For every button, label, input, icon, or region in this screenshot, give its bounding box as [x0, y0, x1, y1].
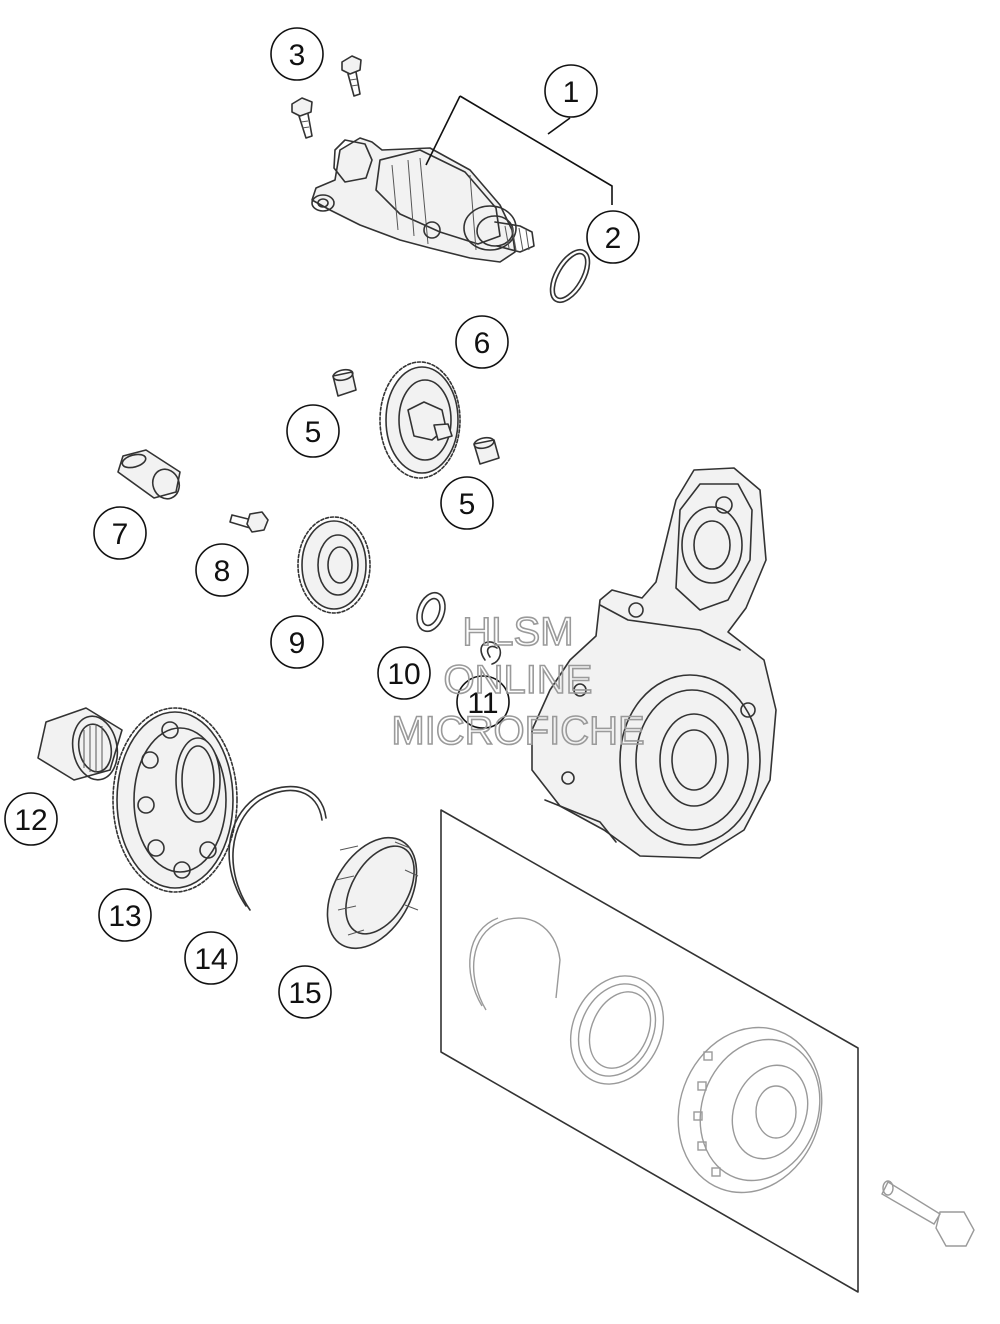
cover-bolt[interactable] — [881, 1180, 975, 1247]
callout-10[interactable]: 10 — [377, 646, 431, 700]
callout-9[interactable]: 9 — [270, 615, 324, 669]
callout-13[interactable]: 13 — [98, 888, 152, 942]
callout-label: 3 — [289, 39, 306, 72]
intermediate-gear[interactable] — [379, 361, 461, 479]
starter-bolt[interactable] — [341, 55, 362, 97]
callout-label: 7 — [112, 518, 129, 551]
callout-label: 6 — [474, 327, 491, 360]
freewheel-assembly-inset — [440, 809, 859, 1293]
callout-3[interactable]: 3 — [270, 27, 324, 81]
watermark: HLSM ONLINE MICROFICHE — [391, 609, 646, 754]
retaining-ring[interactable] — [228, 785, 327, 911]
bushing[interactable] — [332, 368, 357, 397]
callout-circle — [286, 404, 340, 458]
callout-label: 1 — [563, 76, 580, 109]
callout-label: 13 — [108, 900, 141, 933]
callout-circle — [440, 476, 494, 530]
callout-8[interactable]: 8 — [195, 543, 249, 597]
callout-label: 15 — [288, 977, 321, 1010]
engine-cover-housing — [531, 467, 777, 859]
starter-bolt[interactable] — [291, 97, 313, 139]
callout-14[interactable]: 14 — [184, 931, 238, 985]
bushing[interactable] — [473, 436, 500, 465]
callout-label: 5 — [305, 416, 322, 449]
callout-label: 9 — [289, 627, 306, 660]
callout-6[interactable]: 6 — [455, 315, 509, 369]
circlip[interactable] — [480, 641, 502, 665]
callout-circle — [195, 543, 249, 597]
callout-5a[interactable]: 5 — [286, 404, 340, 458]
callout-circle — [4, 792, 58, 846]
callout-11[interactable]: 11 — [456, 675, 510, 729]
watermark-line-3: MICROFICHE — [391, 709, 644, 753]
callout-label: 11 — [467, 687, 498, 720]
callout-circle — [377, 646, 431, 700]
watermark-line-2: ONLINE — [444, 658, 593, 702]
callout-circle — [270, 615, 324, 669]
callout-circle — [270, 27, 324, 81]
needle-bearing[interactable] — [37, 707, 123, 783]
callout-label: 2 — [605, 222, 622, 255]
callout-label: 8 — [214, 555, 231, 588]
callout-12[interactable]: 12 — [4, 792, 58, 846]
o-ring[interactable] — [543, 243, 598, 308]
gear-bolt[interactable] — [229, 511, 269, 533]
callout-15[interactable]: 15 — [278, 965, 332, 1019]
starter-motor[interactable] — [311, 137, 535, 263]
callout-7[interactable]: 7 — [93, 506, 147, 560]
callout-label: 12 — [14, 804, 47, 837]
freewheel[interactable] — [309, 822, 435, 964]
callout-label: 14 — [194, 943, 227, 976]
washer[interactable] — [412, 589, 450, 635]
callout-2[interactable]: 2 — [586, 210, 640, 264]
starter-gear[interactable] — [297, 516, 371, 614]
freewheel-gear[interactable] — [112, 707, 238, 893]
callout-circle — [98, 888, 152, 942]
callout-1[interactable]: 1 — [544, 64, 598, 118]
watermark-line-1: HLSM — [462, 610, 573, 654]
callout-circle — [456, 675, 510, 729]
callout-5b[interactable]: 5 — [440, 476, 494, 530]
leader-lines — [425, 95, 613, 205]
callout-circle — [586, 210, 640, 264]
callout-circle — [544, 64, 598, 118]
callout-circle — [455, 315, 509, 369]
sleeve[interactable] — [117, 449, 183, 503]
callout-label: 10 — [387, 658, 420, 691]
callout-label: 5 — [459, 488, 476, 521]
callout-circle — [278, 965, 332, 1019]
callout-circle — [93, 506, 147, 560]
callout-circle — [184, 931, 238, 985]
